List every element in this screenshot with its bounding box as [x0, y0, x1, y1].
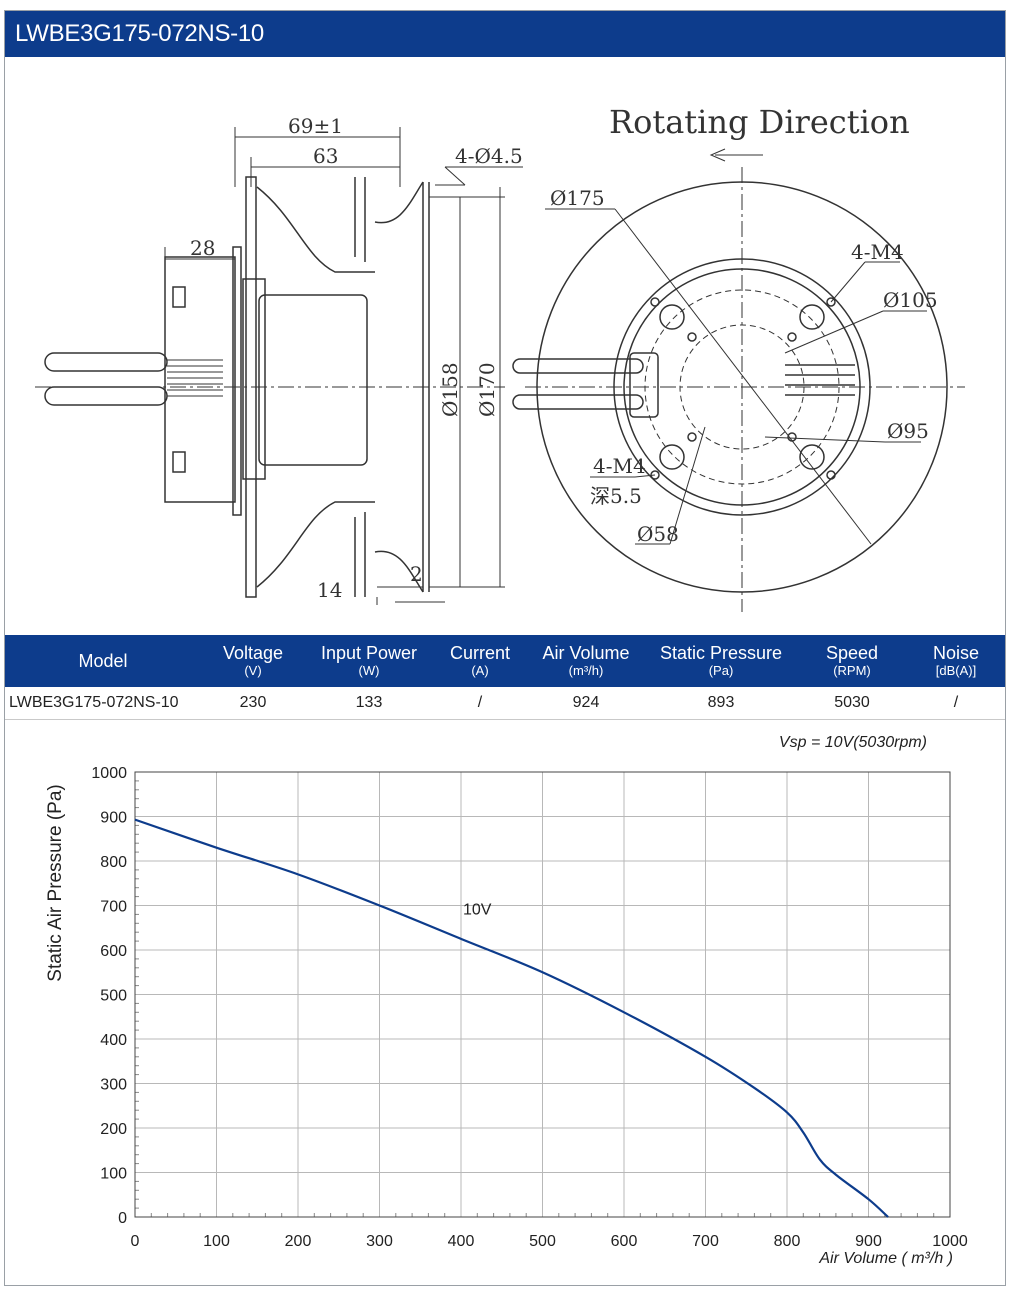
- dim-4-m4-b: 4-M4: [593, 454, 646, 478]
- page-title: LWBE3G175-072NS-10: [5, 11, 1005, 57]
- grid-layer: [134, 771, 951, 1218]
- plot-frame: [134, 771, 951, 1218]
- dim-175: Ø175: [550, 186, 605, 210]
- y-tick-label: 700: [100, 899, 127, 916]
- series-label-10v: 10V: [463, 901, 492, 918]
- table-header-row: Model Voltage(V) Input Power(W) Current(…: [5, 635, 1005, 687]
- curve-layer: [134, 818, 889, 1218]
- cell-static-pressure: 893: [645, 687, 797, 720]
- dim-63: 63: [313, 144, 338, 168]
- dim-69: 69±1: [288, 114, 343, 138]
- header-current: Current(A): [433, 635, 527, 687]
- x-tick-label: 700: [692, 1233, 719, 1250]
- cell-model: LWBE3G175-072NS-10: [5, 687, 201, 720]
- y-tick-label: 600: [100, 943, 127, 960]
- dim-105: Ø105: [883, 288, 938, 312]
- header-static-pressure: Static Pressure(Pa): [645, 635, 797, 687]
- cell-air-volume: 924: [527, 687, 645, 720]
- dim-4-045: 4-Ø4.5: [455, 144, 523, 168]
- dim-58: Ø58: [637, 522, 679, 546]
- y-tick-label: 500: [100, 988, 127, 1005]
- impeller-upper: [256, 186, 375, 273]
- y-tick-label: 1000: [91, 765, 127, 782]
- chart-svg: 0 100 200 300 400 500 600 700 800 900 1000 0 100 200 3…: [45, 734, 968, 1267]
- cell-current: /: [433, 687, 527, 720]
- performance-chart: 0 100 200 300 400 500 600 700 800 900 1000 0 100 200 3…: [5, 717, 1005, 1287]
- cell-input-power: 133: [305, 687, 433, 720]
- header-speed: Speed(RPM): [797, 635, 907, 687]
- rotating-direction-label: Rotating Direction: [609, 103, 910, 141]
- dim-170: Ø170: [475, 362, 499, 417]
- technical-drawing: 69±1 63 28 4-Ø4.5 Ø158 Ø170 14 2 Rotatin…: [5, 57, 1005, 635]
- y-tick-label: 400: [100, 1032, 127, 1049]
- axis-layer: 0 100 200 300 400 500 600 700 800 900 1000 0 100 200 3…: [91, 765, 967, 1250]
- x-tick-label: 800: [774, 1233, 801, 1250]
- x-tick-label: 300: [366, 1233, 393, 1250]
- header-model: Model: [5, 635, 201, 687]
- cable-upper: [44, 352, 168, 372]
- header-voltage: Voltage(V): [201, 635, 305, 687]
- cell-noise: /: [907, 687, 1005, 720]
- cell-voltage: 230: [201, 687, 305, 720]
- x-tick-label: 600: [611, 1233, 638, 1250]
- y-tick-label: 200: [100, 1121, 127, 1138]
- y-tick-label: 900: [100, 810, 127, 827]
- chart-annotation: Vsp = 10V(5030rpm): [779, 734, 927, 751]
- x-axis-label: Air Volume ( m³/h ): [818, 1250, 953, 1267]
- dim-95: Ø95: [887, 419, 929, 443]
- page-frame: LWBE3G175-072NS-10: [4, 10, 1006, 1286]
- cell-speed: 5030: [797, 687, 907, 720]
- x-tick-label: 500: [529, 1233, 556, 1250]
- table-row: LWBE3G175-072NS-10 230 133 / 924 893 503…: [5, 687, 1005, 720]
- x-tick-label: 200: [285, 1233, 312, 1250]
- y-tick-label: 300: [100, 1077, 127, 1094]
- dim-28: 28: [190, 236, 215, 260]
- dim-158: Ø158: [438, 362, 462, 417]
- dim-2: 2: [410, 562, 423, 586]
- connector-box: [164, 256, 236, 503]
- header-air-volume: Air Volume(m³/h): [527, 635, 645, 687]
- dim-depth: 深5.5: [590, 484, 642, 508]
- y-tick-label: 100: [100, 1166, 127, 1183]
- drawing-svg: 69±1 63 28 4-Ø4.5 Ø158 Ø170 14 2 Rotatin…: [35, 103, 965, 612]
- header-input-power: Input Power(W): [305, 635, 433, 687]
- x-tick-label: 400: [448, 1233, 475, 1250]
- dim-14: 14: [317, 578, 342, 602]
- y-tick-label: 0: [118, 1210, 127, 1227]
- series-line-0: [134, 818, 889, 1218]
- x-tick-label: 0: [131, 1233, 140, 1250]
- x-tick-label: 100: [203, 1233, 230, 1250]
- impeller-lower: [256, 501, 375, 588]
- motor-body: [258, 294, 368, 466]
- cable-lower: [44, 386, 168, 406]
- x-tick-label: 1000: [932, 1233, 968, 1250]
- back-plate: [232, 246, 242, 516]
- dim-4-m4: 4-M4: [851, 240, 904, 264]
- y-tick-label: 800: [100, 854, 127, 871]
- y-axis-label: Static Air Pressure (Pa): [45, 784, 66, 981]
- header-noise: Noise[dB(A)]: [907, 635, 1005, 687]
- x-tick-label: 900: [855, 1233, 882, 1250]
- spec-table: Model Voltage(V) Input Power(W) Current(…: [5, 635, 1005, 720]
